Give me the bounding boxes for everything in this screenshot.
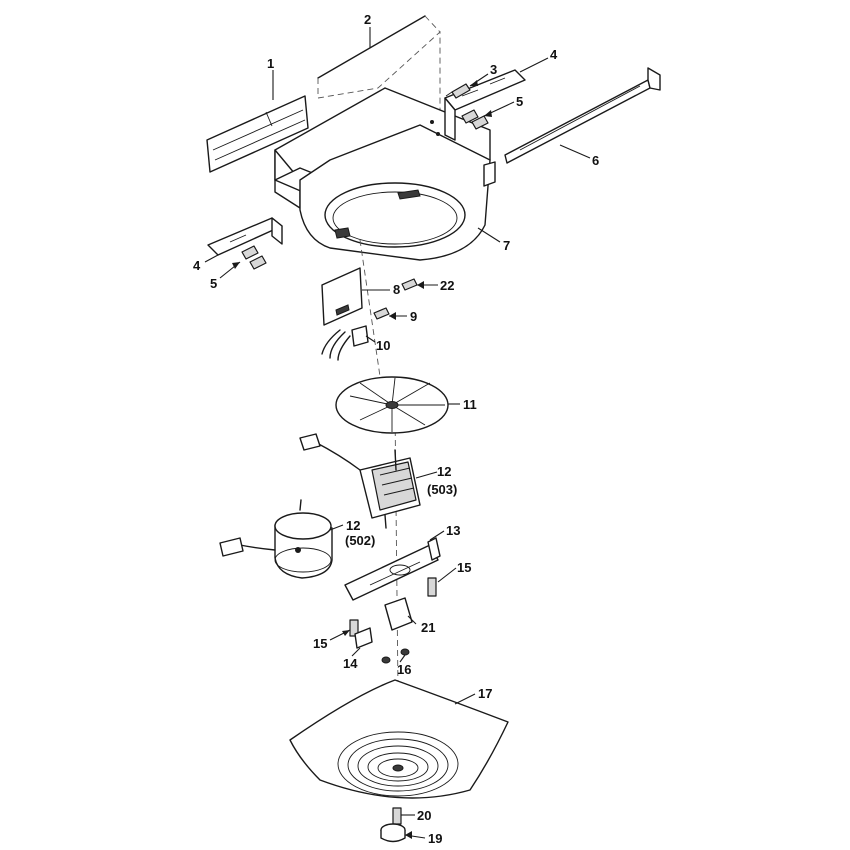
part-4-bracket-lower — [207, 217, 283, 256]
callout-11: 11 — [463, 397, 477, 412]
callout-7: 7 — [503, 238, 510, 253]
part-19-knob — [380, 823, 406, 843]
callout-13: 13 — [446, 523, 460, 538]
callout-19: 19 — [428, 831, 442, 846]
callout-2: 2 — [364, 12, 371, 27]
callout-15-right: 15 — [457, 560, 471, 575]
assembly-axis — [359, 239, 399, 691]
part-10-connector — [321, 325, 369, 361]
callout-12-502-note: (502) — [345, 533, 375, 548]
part-5-screws-upper — [461, 109, 489, 130]
callout-1: 1 — [267, 56, 274, 71]
callout-10: 10 — [376, 338, 390, 353]
part-3-screw — [445, 83, 471, 99]
callout-12-502: 12 — [346, 518, 360, 533]
part-12-motor-502 — [219, 499, 333, 579]
part-12-motor-503 — [299, 433, 421, 529]
part-8-wiring-cover — [321, 267, 363, 326]
callout-9: 9 — [410, 309, 417, 324]
part-9-screw — [373, 307, 390, 320]
callout-4-lower: 4 — [193, 258, 201, 273]
part-17-grille — [289, 679, 509, 799]
part-16-nuts — [381, 648, 410, 664]
part-21-bracket — [384, 597, 413, 631]
part-2-damper — [317, 15, 441, 110]
part-11-fan-blade — [335, 376, 449, 434]
part-4-bracket-upper — [444, 69, 526, 141]
part-15-screws — [349, 577, 437, 637]
callout-6: 6 — [592, 153, 599, 168]
leader-lines — [204, 27, 591, 839]
part-7-housing — [274, 87, 496, 261]
callout-20: 20 — [417, 808, 431, 823]
callout-22: 22 — [440, 278, 454, 293]
callout-12-503: 12 — [437, 464, 451, 479]
callout-15-left: 15 — [313, 636, 327, 651]
callout-labels: 1 2 3 4 5 6 7 4 5 8 22 9 10 11 12 (503) … — [193, 12, 599, 846]
part-22-screw — [401, 278, 418, 291]
callout-3: 3 — [490, 62, 497, 77]
callout-5-lower: 5 — [210, 276, 217, 291]
callout-4-upper: 4 — [550, 47, 558, 62]
callout-8: 8 — [393, 282, 400, 297]
callout-12-503-note: (503) — [427, 482, 457, 497]
part-14-clip — [354, 627, 373, 649]
callout-17: 17 — [478, 686, 492, 701]
part-5-screws-lower — [241, 245, 267, 270]
callout-14: 14 — [343, 656, 358, 671]
part-1-panel — [206, 95, 309, 173]
callout-16: 16 — [397, 662, 411, 677]
part-13-mounting-plate — [344, 537, 441, 601]
part-6-hanger-bar — [504, 67, 661, 164]
part-20-stud — [392, 807, 402, 825]
callout-21: 21 — [421, 620, 435, 635]
callout-5-upper: 5 — [516, 94, 523, 109]
